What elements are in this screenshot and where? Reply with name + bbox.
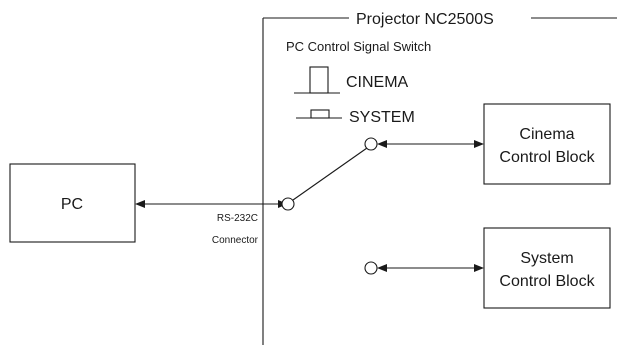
system-block-line1: System — [520, 250, 573, 267]
system-link-arrow — [377, 264, 484, 272]
system-switch-icon — [296, 109, 342, 119]
system-contact-node — [364, 261, 378, 275]
projector-title: Projector NC2500S — [356, 11, 494, 28]
cinema-contact-node — [364, 137, 378, 151]
cinema-control-block — [483, 103, 611, 185]
connector-label-line1: RS-232C — [217, 213, 258, 224]
connector-label-line2: Connector — [212, 235, 259, 246]
switch-title: PC Control Signal Switch — [286, 39, 431, 54]
switch-position-cinema: CINEMA — [346, 74, 409, 91]
switch-lever — [292, 147, 368, 201]
pc-label: PC — [61, 196, 83, 213]
pc-connector-arrow — [135, 200, 288, 208]
system-block-line2: Control Block — [499, 273, 595, 290]
switch-common-node — [281, 197, 295, 211]
cinema-switch-icon — [294, 66, 340, 94]
system-control-block — [483, 227, 611, 309]
cinema-link-arrow — [377, 140, 484, 148]
cinema-block-line1: Cinema — [519, 126, 574, 143]
cinema-block-line2: Control Block — [499, 149, 595, 166]
pc-box — [9, 163, 136, 243]
switch-position-system: SYSTEM — [349, 109, 415, 126]
